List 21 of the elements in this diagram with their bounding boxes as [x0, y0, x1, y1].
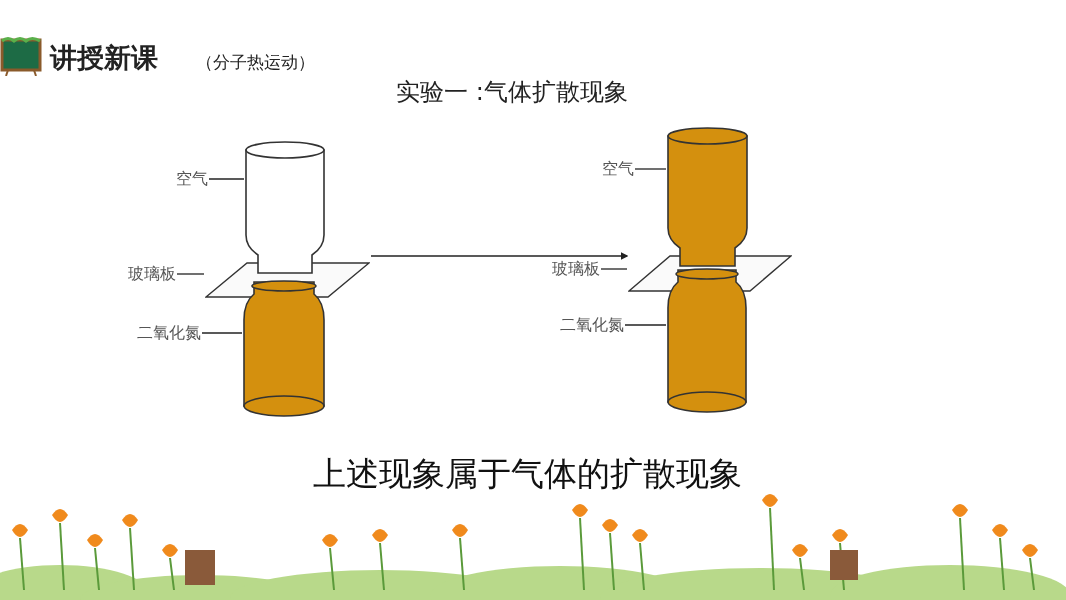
part-label: 空气 — [176, 169, 208, 189]
part-label: 二氧化氮 — [137, 323, 201, 343]
bottle — [667, 268, 747, 414]
subtitle: （分子热运动） — [196, 51, 315, 74]
conclusion-text: 上述现象属于气体的扩散现象 — [313, 453, 742, 495]
arrow — [370, 252, 629, 260]
leader-line — [208, 178, 245, 180]
leader-line — [600, 268, 628, 270]
part-label: 玻璃板 — [128, 264, 176, 284]
leader-line — [624, 324, 667, 326]
bottle — [245, 140, 325, 275]
experiment-heading: 实验一 :气体扩散现象 — [396, 77, 628, 108]
part-label: 二氧化氮 — [560, 315, 624, 335]
slide-title: 讲授新课 — [50, 41, 158, 75]
leader-line — [634, 168, 667, 170]
leader-line — [176, 273, 205, 275]
bottle — [667, 126, 748, 268]
part-label: 玻璃板 — [552, 259, 600, 279]
leader-line — [201, 332, 243, 334]
part-label: 空气 — [602, 159, 634, 179]
bottle — [243, 280, 325, 418]
